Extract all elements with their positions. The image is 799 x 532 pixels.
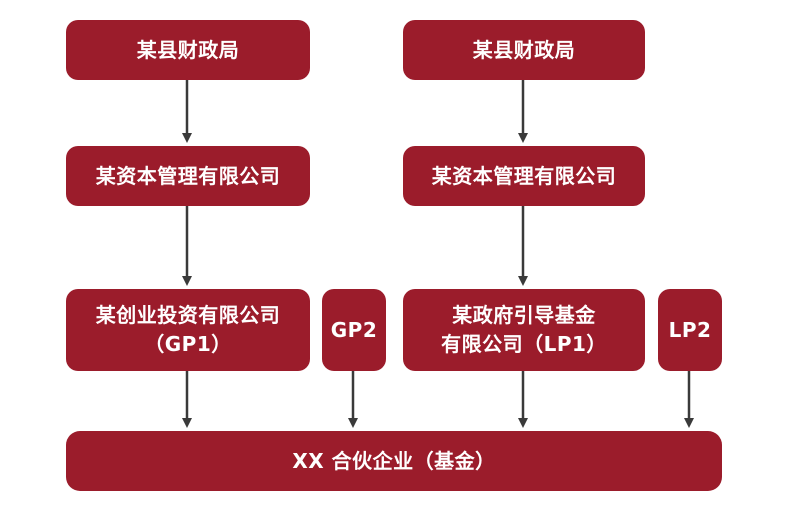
right-finance-bureau-label: 某县财政局: [472, 37, 576, 62]
lp1-box: 某政府引导基金 有限公司（LP1）: [403, 289, 645, 371]
gp2-label: GP2: [330, 317, 378, 342]
gp2-box: GP2: [322, 289, 386, 371]
gp1-label-line1: 某创业投资有限公司: [95, 303, 281, 327]
left-finance-bureau-box: 某县财政局: [66, 20, 310, 80]
left-capital-management-box: 某资本管理有限公司: [66, 146, 310, 206]
lp1-label-line1: 某政府引导基金: [452, 303, 596, 327]
gp1-box: 某创业投资有限公司 （GP1）: [66, 289, 310, 371]
right-capital-management-box: 某资本管理有限公司: [403, 146, 645, 206]
partnership-fund-box: XX 合伙企业（基金）: [66, 431, 722, 491]
right-capital-management-label: 某资本管理有限公司: [431, 163, 617, 188]
left-finance-bureau-label: 某县财政局: [136, 37, 240, 62]
left-capital-management-label: 某资本管理有限公司: [95, 163, 281, 188]
partnership-fund-label: XX 合伙企业（基金）: [292, 448, 496, 473]
lp1-label-line2: 有限公司（LP1）: [441, 332, 607, 356]
right-finance-bureau-box: 某县财政局: [403, 20, 645, 80]
lp2-box: LP2: [658, 289, 722, 371]
lp2-label: LP2: [668, 317, 712, 342]
gp1-label-line2: （GP1）: [144, 332, 232, 356]
